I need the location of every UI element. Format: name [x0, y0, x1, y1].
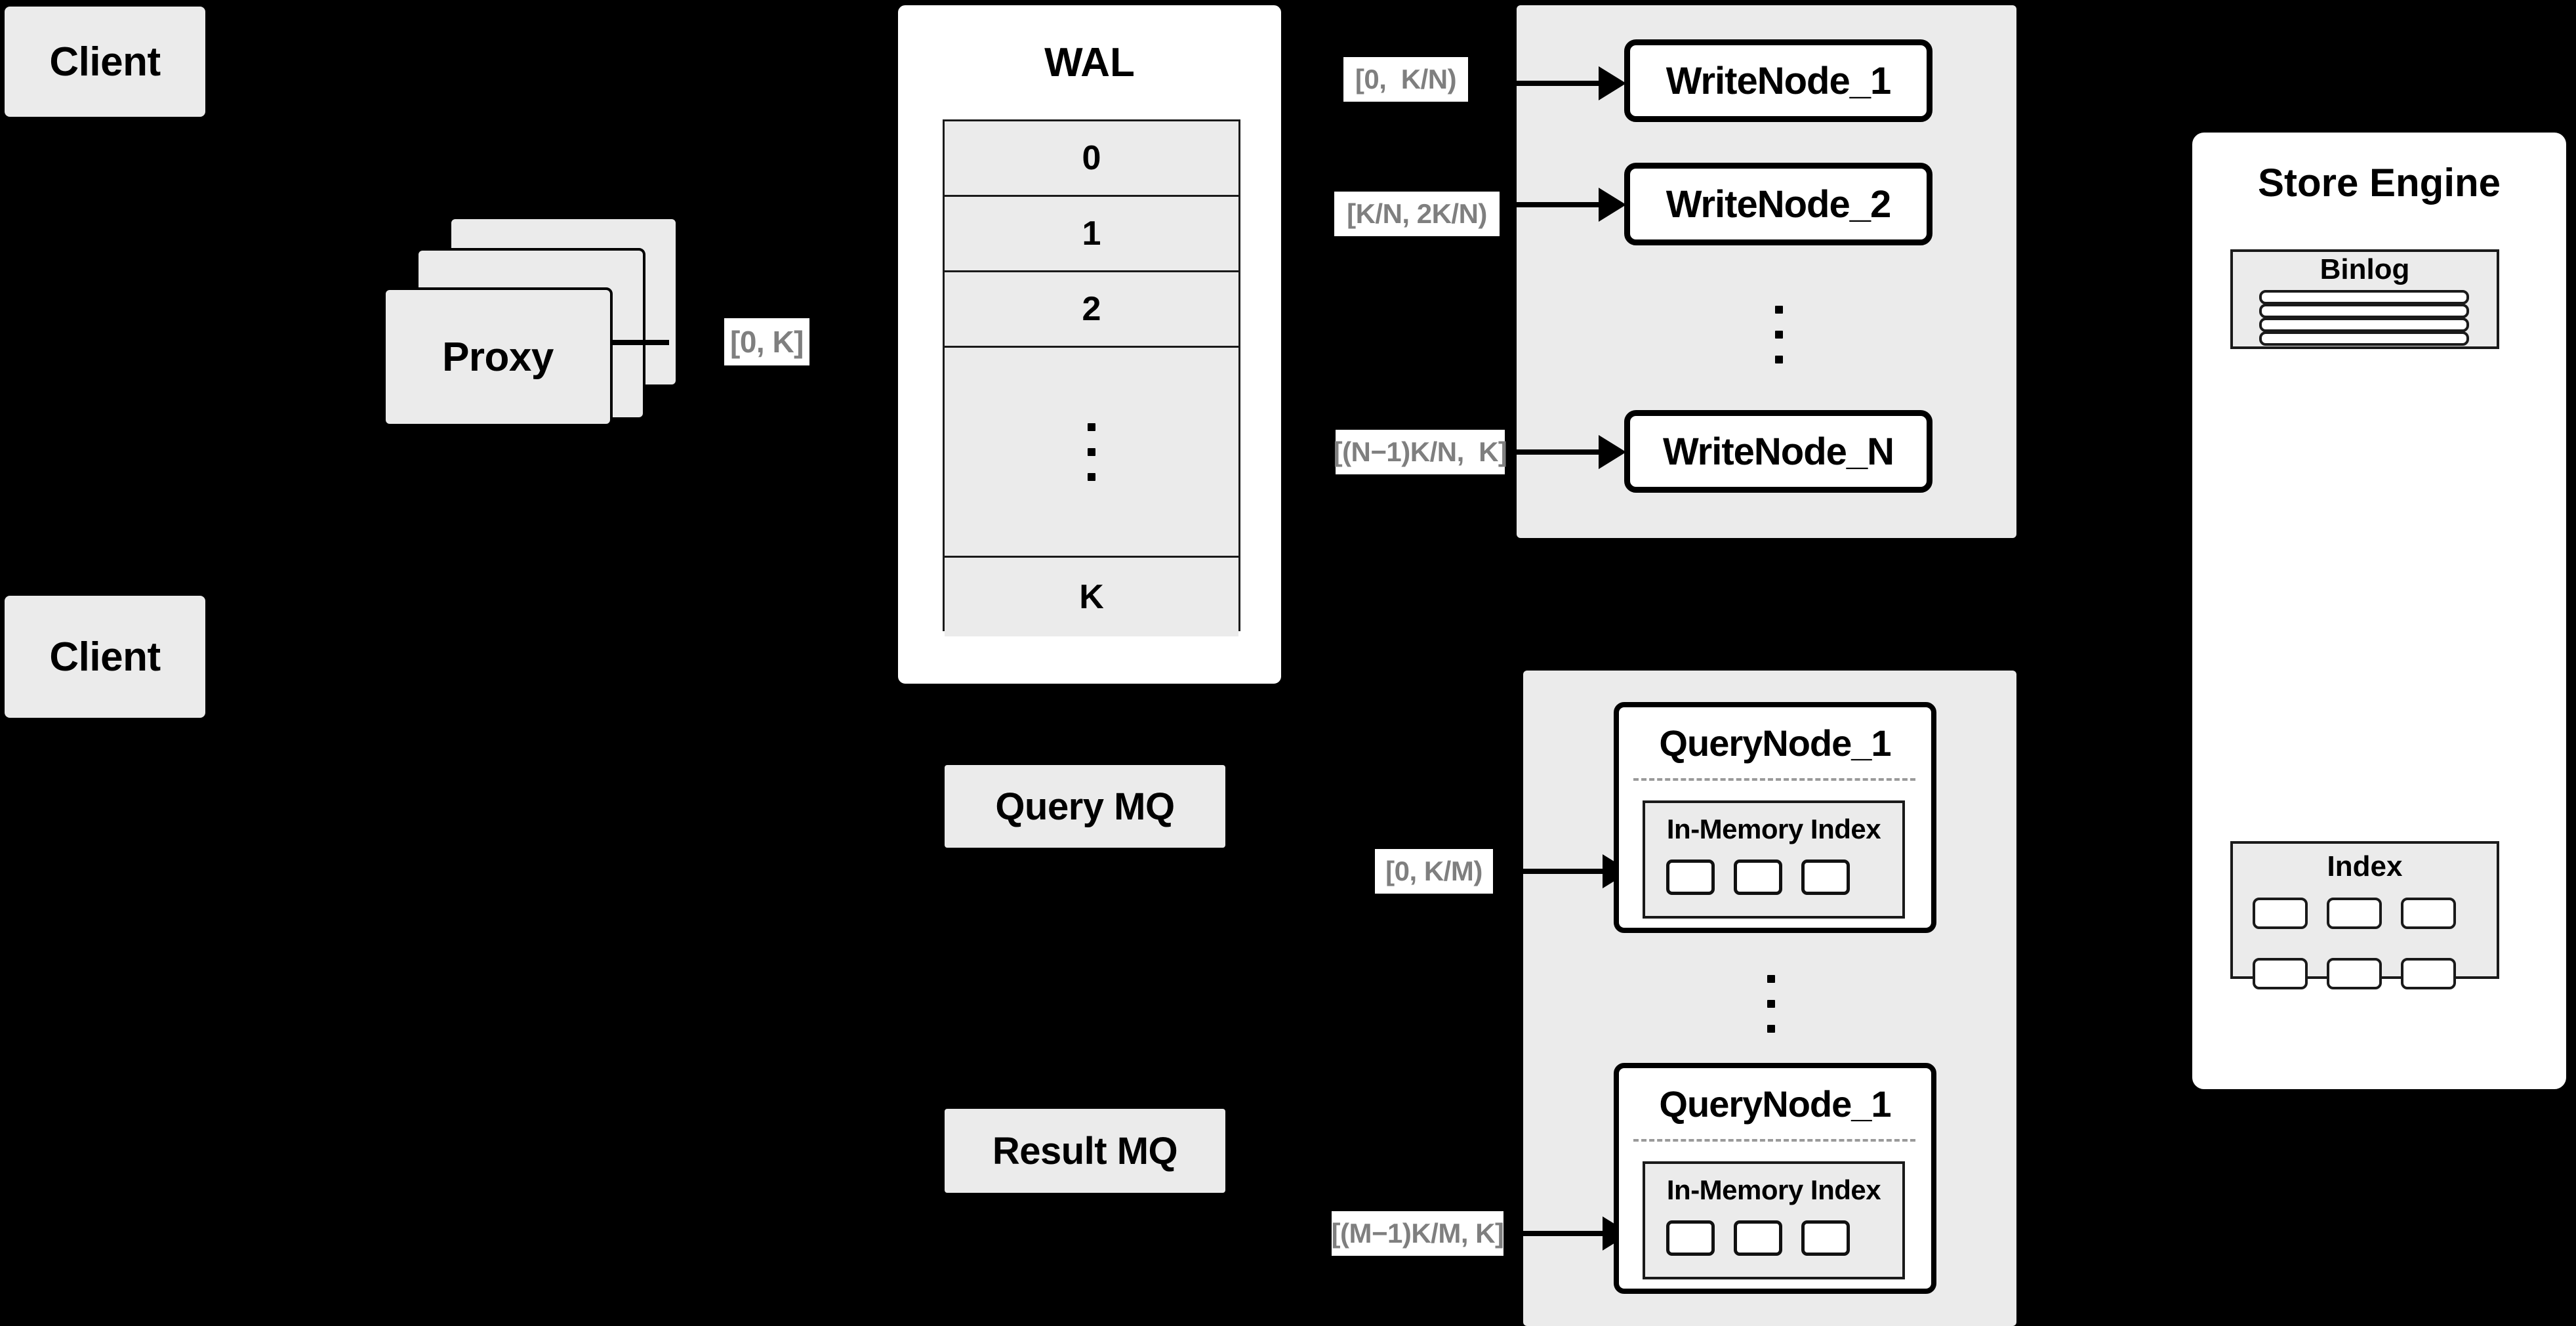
write-node-1-range-label: [0, K/N): [1343, 57, 1468, 102]
write-node-1-arrow-line: [1515, 81, 1614, 86]
wal-row[interactable]: 1: [945, 197, 1238, 272]
in-memory-index-2: In-Memory Index: [1643, 1161, 1905, 1279]
vertical-ellipsis-icon: [1767, 975, 1775, 983]
client-node-2-label: Client: [49, 634, 161, 680]
binlog-section: Binlog: [2230, 249, 2499, 349]
write-node-1-label: WriteNode_1: [1666, 59, 1891, 102]
query-mq-node[interactable]: Query MQ: [945, 765, 1225, 848]
store-engine-index-arrow-line: [2156, 947, 2199, 952]
query-node-2[interactable]: QueryNode_1 In-Memory Index: [1614, 1063, 1936, 1294]
query-node-2-arrow-line: [1519, 1231, 1618, 1236]
vertical-ellipsis-icon: [1767, 1000, 1775, 1008]
write-node-n-range-label: [(N−1)K/N, K]: [1334, 430, 1507, 474]
in-memory-index-1-title: In-Memory Index: [1666, 814, 1881, 844]
write-node-2-arrow-line: [1515, 202, 1614, 207]
index-slot[interactable]: [2253, 898, 2308, 929]
wal-row[interactable]: 0: [945, 121, 1238, 197]
proxy-node-label: Proxy: [442, 334, 554, 380]
wal-row[interactable]: 2: [945, 272, 1238, 348]
client-node-1-label: Client: [49, 39, 161, 85]
query-node-2-label: QueryNode_1: [1659, 1083, 1891, 1125]
store-engine-binlog-arrow-line: [2156, 388, 2199, 393]
store-engine-title: Store Engine: [2257, 161, 2501, 205]
index-cell[interactable]: [1666, 1220, 1715, 1256]
vertical-ellipsis-icon: [1775, 331, 1783, 339]
index-cell[interactable]: [1734, 1220, 1782, 1256]
client-node-1[interactable]: Client: [5, 7, 205, 117]
result-mq-node[interactable]: Result MQ: [945, 1109, 1225, 1193]
wal-entry-table: 0 1 2 K: [943, 119, 1240, 636]
binlog-slot[interactable]: [2259, 331, 2469, 346]
vertical-ellipsis-icon: [1775, 306, 1783, 314]
wal-row-ellipsis: [945, 348, 1238, 558]
binlog-slot[interactable]: [2259, 318, 2469, 332]
binlog-slot[interactable]: [2259, 304, 2469, 318]
query-node-1-divider: [1633, 778, 1915, 781]
vertical-ellipsis-icon: [1767, 1025, 1775, 1033]
query-node-2-divider: [1633, 1139, 1915, 1142]
query-node-2-range-label: [(M−1)K/M, K]: [1332, 1211, 1504, 1256]
write-node-2[interactable]: WriteNode_2: [1624, 163, 1932, 245]
index-cell[interactable]: [1666, 860, 1715, 895]
vertical-ellipsis-icon: [1088, 472, 1095, 481]
index-cell[interactable]: [1734, 860, 1782, 895]
in-memory-index-1: In-Memory Index: [1643, 800, 1905, 919]
binlog-slot[interactable]: [2259, 290, 2469, 304]
index-section: Index: [2230, 841, 2499, 989]
result-mq-label: Result MQ: [992, 1129, 1178, 1172]
wal-row[interactable]: K: [945, 558, 1238, 636]
index-cell[interactable]: [1801, 860, 1850, 895]
query-mq-label: Query MQ: [995, 785, 1175, 828]
arrow-right-solid-icon: [1599, 188, 1626, 222]
index-title: Index: [2327, 850, 2403, 882]
in-memory-index-2-title: In-Memory Index: [1666, 1174, 1881, 1205]
index-slot[interactable]: [2401, 898, 2456, 929]
binlog-title: Binlog: [2320, 253, 2410, 285]
write-node-n-label: WriteNode_N: [1662, 430, 1894, 473]
write-node-2-range-label: [K/N, 2K/N): [1334, 192, 1500, 236]
query-node-1-arrow-line: [1519, 869, 1618, 874]
write-node-n-arrow-line: [1515, 449, 1614, 455]
write-node-n[interactable]: WriteNode_N: [1624, 410, 1932, 493]
query-node-1[interactable]: QueryNode_1 In-Memory Index: [1614, 702, 1936, 933]
index-slot[interactable]: [2327, 958, 2382, 989]
index-slot[interactable]: [2253, 958, 2308, 989]
index-cell[interactable]: [1801, 1220, 1850, 1256]
arrow-right-solid-icon: [1599, 66, 1626, 100]
arrow-right-solid-icon: [1599, 435, 1626, 469]
vertical-ellipsis-icon: [1088, 447, 1095, 456]
index-slot[interactable]: [2401, 958, 2456, 989]
write-cluster-ellipsis: [1766, 276, 1792, 394]
wal-title: WAL: [1044, 40, 1135, 85]
index-slot[interactable]: [2327, 898, 2382, 929]
vertical-ellipsis-icon: [1088, 423, 1095, 431]
query-cluster-ellipsis: [1758, 945, 1784, 1063]
query-node-1-range-label: [0, K/M): [1375, 849, 1493, 894]
store-engine-panel: Store Engine Binlog Index: [2190, 130, 2569, 1092]
proxy-to-wal-connector: [613, 340, 669, 345]
write-node-2-label: WriteNode_2: [1666, 182, 1891, 226]
query-node-1-label: QueryNode_1: [1659, 722, 1891, 764]
wal-panel: WAL 0 1 2 K: [896, 3, 1283, 686]
write-node-1[interactable]: WriteNode_1: [1624, 39, 1932, 122]
vertical-ellipsis-icon: [1775, 356, 1783, 363]
proxy-node[interactable]: Proxy: [383, 287, 613, 426]
client-node-2[interactable]: Client: [5, 596, 205, 718]
proxy-output-range-label: [0, K]: [724, 318, 809, 365]
